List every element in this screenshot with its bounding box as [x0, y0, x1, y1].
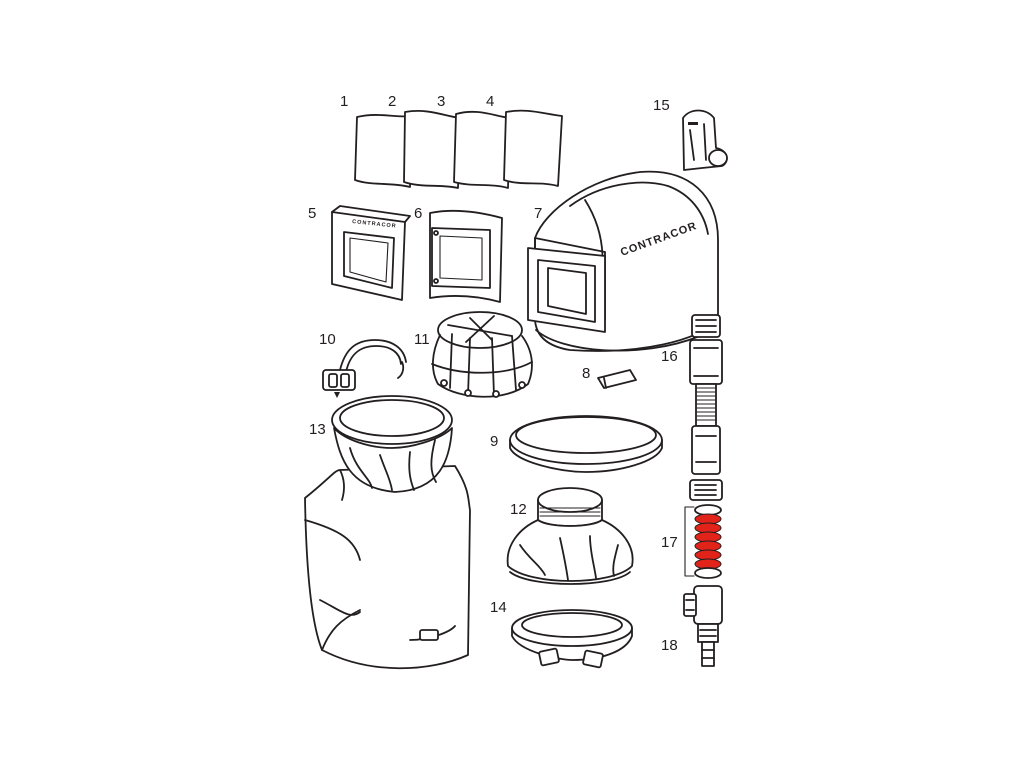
- part-18-coupling: [683, 585, 723, 667]
- part-1-lens-sheet: [354, 114, 413, 188]
- part-8-clip: [597, 369, 637, 389]
- callout-8: 8: [582, 365, 591, 382]
- callout-4: 4: [486, 93, 495, 110]
- callout-18: 18: [661, 637, 678, 654]
- callout-17: 17: [661, 534, 678, 551]
- callout-5: 5: [308, 205, 317, 222]
- callout-14: 14: [490, 599, 507, 616]
- part-14-neck-strap: [511, 609, 633, 669]
- callout-7: 7: [534, 205, 543, 222]
- callout-9: 9: [490, 433, 499, 450]
- part-3-lens-sheet: [453, 110, 511, 189]
- part-13-blast-cape: [304, 395, 471, 670]
- callout-13: 13: [309, 421, 326, 438]
- callout-10: 10: [319, 331, 336, 348]
- part-10-headband: [322, 339, 407, 398]
- callout-16: 16: [661, 348, 678, 365]
- callout-15: 15: [653, 97, 670, 114]
- part-2-lens-sheet: [403, 110, 461, 189]
- callout-2: 2: [388, 93, 397, 110]
- part-6-window-gasket: [429, 209, 503, 303]
- callout-3: 3: [437, 93, 446, 110]
- callout-6: 6: [414, 205, 423, 222]
- callout-1: 1: [340, 93, 349, 110]
- callout-12: 12: [510, 501, 527, 518]
- part-17-valve-stack: [684, 504, 722, 579]
- part-7-helmet: CONTRACOR: [527, 170, 719, 352]
- part-9-band-ring: [509, 415, 663, 473]
- window-frame-logo: CONTRACOR: [352, 219, 397, 230]
- part-12-inner-collar: [506, 487, 634, 585]
- callout-11: 11: [414, 331, 430, 348]
- part-16-breathing-tube: [689, 314, 723, 501]
- part-15-air-inlet: [682, 109, 728, 171]
- part-4-lens-sheet: [503, 109, 563, 187]
- part-11-suspension-cage: [431, 311, 533, 398]
- part-5-window-frame: CONTRACOR: [331, 205, 411, 301]
